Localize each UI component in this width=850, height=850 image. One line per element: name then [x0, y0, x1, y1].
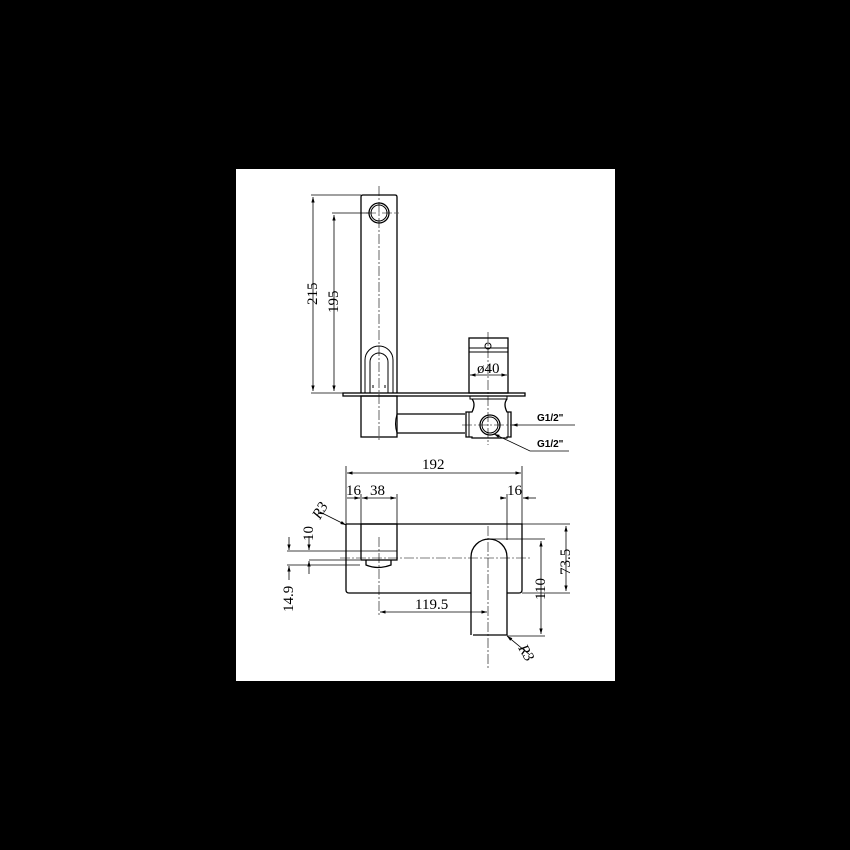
- plate-height-label: 73.5: [558, 549, 574, 575]
- plate-edge-offset-label: 16: [346, 483, 362, 499]
- valve-cartridge: [468, 337, 509, 394]
- back-plate: [342, 392, 526, 397]
- inlet-thread-label-1: G1/2": [537, 413, 564, 424]
- handle-outline: [470, 538, 508, 636]
- side-view: ø40 G1/2" G1/2" 215 195: [305, 186, 575, 452]
- overall-height-label: 215: [305, 283, 321, 306]
- right-edge-offset-label: 16: [507, 483, 523, 499]
- inlet-thread-label-2: G1/2": [537, 439, 564, 450]
- corner-radius-label-2: R3: [514, 641, 537, 664]
- spout-width-label: 38: [370, 483, 385, 499]
- valve-diameter-label: ø40: [477, 361, 500, 377]
- plate-outline: [345, 523, 523, 594]
- spout-projection-label: 14.9: [281, 586, 297, 612]
- top-view: 192 16 38 16 R3 10 14.9: [281, 457, 574, 668]
- spout-base: [360, 395, 398, 438]
- spout-depth-label: 10: [301, 526, 317, 541]
- inlet-fitting: [465, 398, 512, 439]
- spout-arch: [364, 345, 394, 393]
- handle-length-label: 110: [533, 578, 549, 600]
- corner-radius-label-1: R3: [309, 500, 332, 523]
- overall-width-label: 192: [422, 457, 445, 473]
- spout-height-label: 195: [326, 291, 342, 314]
- center-distance-label: 119.5: [415, 597, 448, 613]
